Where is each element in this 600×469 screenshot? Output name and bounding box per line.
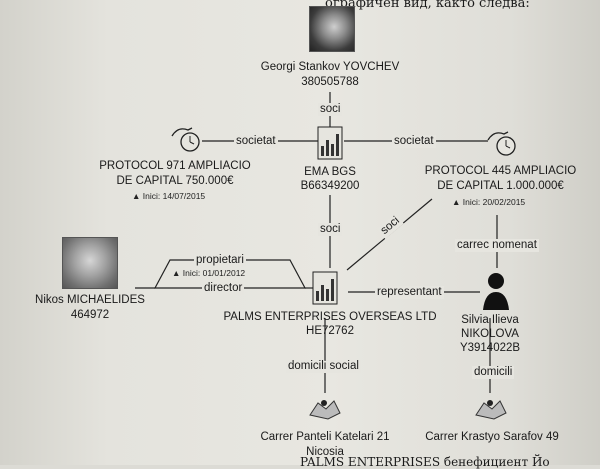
edge-label-societat-left: societat — [234, 135, 278, 148]
edge-label-carrec-nomenat: carrec nomenat — [455, 239, 539, 252]
edge-label-domicili: domicili — [472, 366, 515, 379]
palms-name: PALMS ENTERPRISES OVERSEAS LTD — [223, 311, 437, 323]
edge-label-director: director — [202, 282, 245, 295]
protocol-445-date-text: Inici: 20/02/2015 — [462, 197, 526, 207]
footer-text: PALMS ENTERPRISES бенефициент Йо — [300, 455, 550, 469]
silvia-line1: Silvia Ilieva — [461, 314, 519, 326]
silvia-address-map-icon — [475, 400, 507, 420]
georgi-photo — [309, 6, 355, 52]
header-text: ографичен вид, както следва: — [325, 0, 530, 11]
edge-label-representant: representant — [375, 286, 444, 299]
protocol-971-line1: PROTOCOL 971 AMPLIACIO — [99, 160, 251, 172]
georgi-name: Georgi Stankov YOVCHEV — [260, 61, 400, 73]
ema-id: B66349200 — [300, 180, 360, 192]
protocol-971-line2: DE CAPITAL 750.000€ — [116, 175, 234, 187]
palms-id: HE72762 — [306, 325, 354, 337]
ema-name: EMA BGS — [304, 166, 356, 178]
palms-address-line2: Nicosia — [306, 446, 344, 458]
silvia-person-icon — [483, 273, 509, 310]
protocol-971-clock-icon — [171, 127, 200, 152]
ema-company-icon — [317, 126, 343, 160]
palms-address-map-icon — [309, 400, 341, 420]
edge-label-societat-right: societat — [392, 135, 436, 148]
edge-label-domicili-social: domicili social — [286, 360, 361, 373]
protocol-445-line2: DE CAPITAL 1.000.000€ — [437, 180, 564, 192]
palms-company-icon — [312, 271, 338, 305]
edge-label-soci-mid: soci — [318, 223, 343, 236]
silvia-line2: NIKOLOVA — [461, 328, 519, 340]
propietari-date-text: Inici: 01/01/2012 — [182, 268, 246, 278]
nikos-id: 464972 — [70, 309, 110, 321]
edge-label-propietari-date: ▲ Inici: 01/01/2012 — [172, 268, 246, 278]
edge-label-propietari: propietari — [194, 254, 246, 267]
protocol-971-date-text: Inici: 14/07/2015 — [142, 191, 206, 201]
silvia-id: Y3914022B — [459, 342, 521, 354]
georgi-id: 380505788 — [301, 76, 359, 88]
protocol-445-clock-icon — [487, 131, 516, 156]
nikos-name: Nikos MICHAELIDES — [35, 294, 145, 306]
protocol-445-date: ▲ Inici: 20/02/2015 — [452, 197, 526, 207]
protocol-971-date: ▲ Inici: 14/07/2015 — [132, 191, 206, 201]
nikos-photo — [62, 237, 118, 289]
palms-address-line1: Carrer Panteli Katelari 21 — [260, 431, 390, 443]
protocol-445-line1: PROTOCOL 445 AMPLIACIO — [424, 165, 577, 177]
silvia-address-line1: Carrer Krastyo Sarafov 49 — [425, 431, 559, 443]
edge-label-soci-top: soci — [318, 103, 343, 116]
